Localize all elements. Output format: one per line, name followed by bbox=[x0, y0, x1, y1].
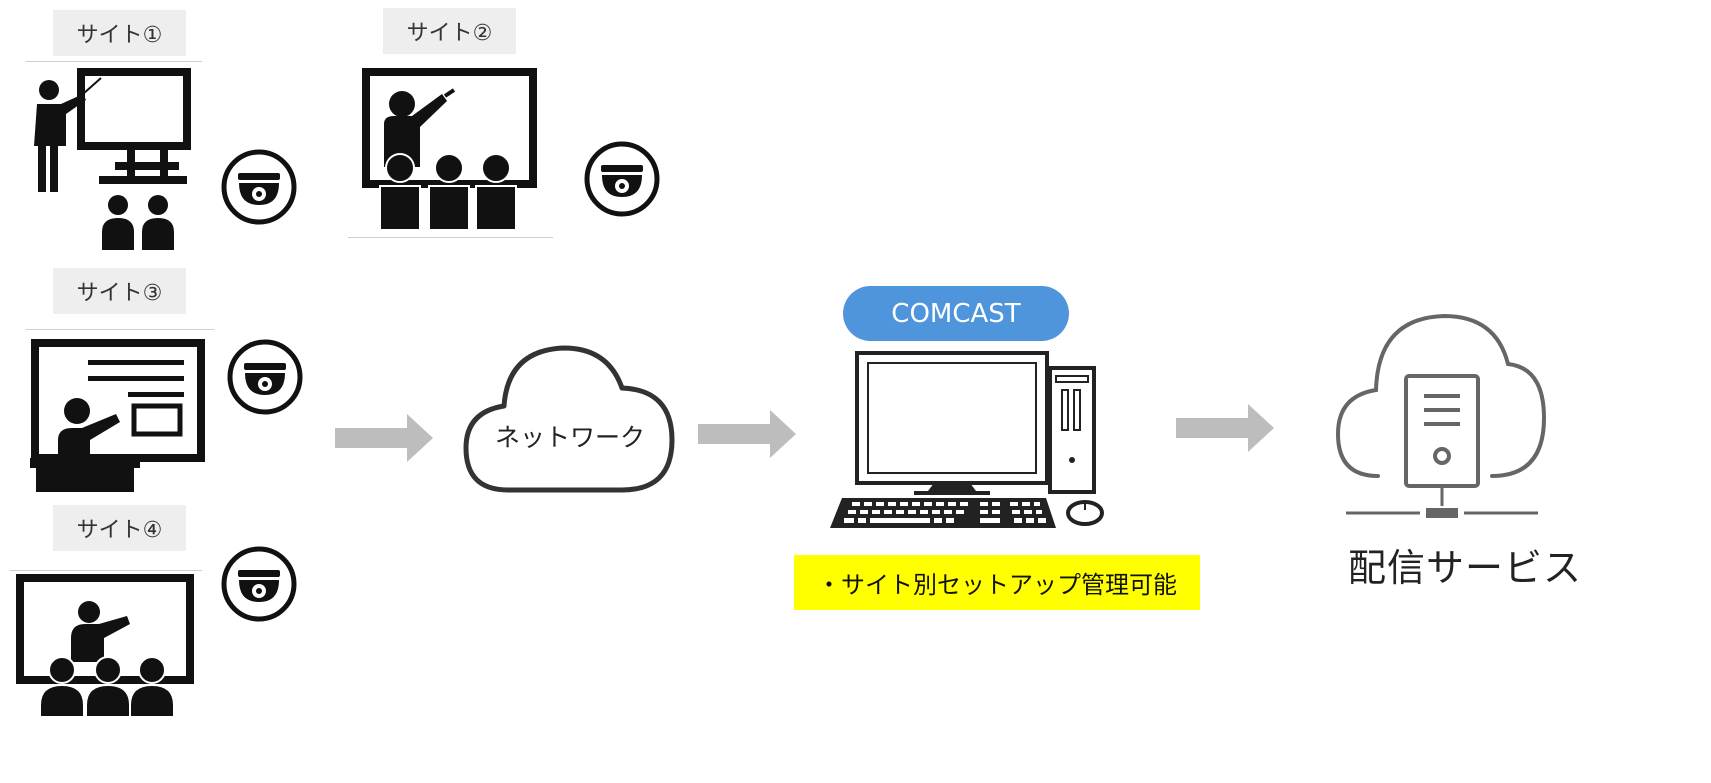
site-4-divider bbox=[10, 570, 202, 571]
delivery-service-label: 配信サービス bbox=[1348, 546, 1583, 590]
site-1-label: サイト① bbox=[53, 10, 186, 56]
arrow-right-icon bbox=[1176, 404, 1274, 452]
site-4-label: サイト④ bbox=[53, 505, 186, 551]
site-3-label: サイト③ bbox=[53, 268, 186, 314]
site-2-divider bbox=[348, 237, 553, 238]
cloud-icon bbox=[463, 345, 675, 493]
dome-camera-icon bbox=[221, 149, 297, 225]
site-3-divider bbox=[26, 329, 214, 330]
site-1-divider bbox=[26, 61, 202, 62]
desktop-computer-icon bbox=[830, 351, 1104, 528]
arrow-right-icon bbox=[335, 414, 433, 462]
network-label: ネットワーク bbox=[495, 423, 646, 452]
lecture-icon bbox=[30, 339, 205, 492]
arrow-right-icon bbox=[698, 410, 796, 458]
site-2-label: サイト② bbox=[383, 8, 516, 54]
cloud-server-icon bbox=[1335, 313, 1547, 518]
classroom-icon bbox=[362, 68, 537, 231]
comcast-badge: COMCAST bbox=[843, 286, 1069, 341]
dome-camera-icon bbox=[584, 141, 660, 217]
dome-camera-icon bbox=[227, 339, 303, 415]
teacher-board-icon bbox=[34, 68, 191, 250]
dome-camera-icon bbox=[221, 546, 297, 622]
presenter-audience-icon bbox=[16, 574, 194, 718]
feature-note: ・サイト別セットアップ管理可能 bbox=[794, 555, 1200, 610]
